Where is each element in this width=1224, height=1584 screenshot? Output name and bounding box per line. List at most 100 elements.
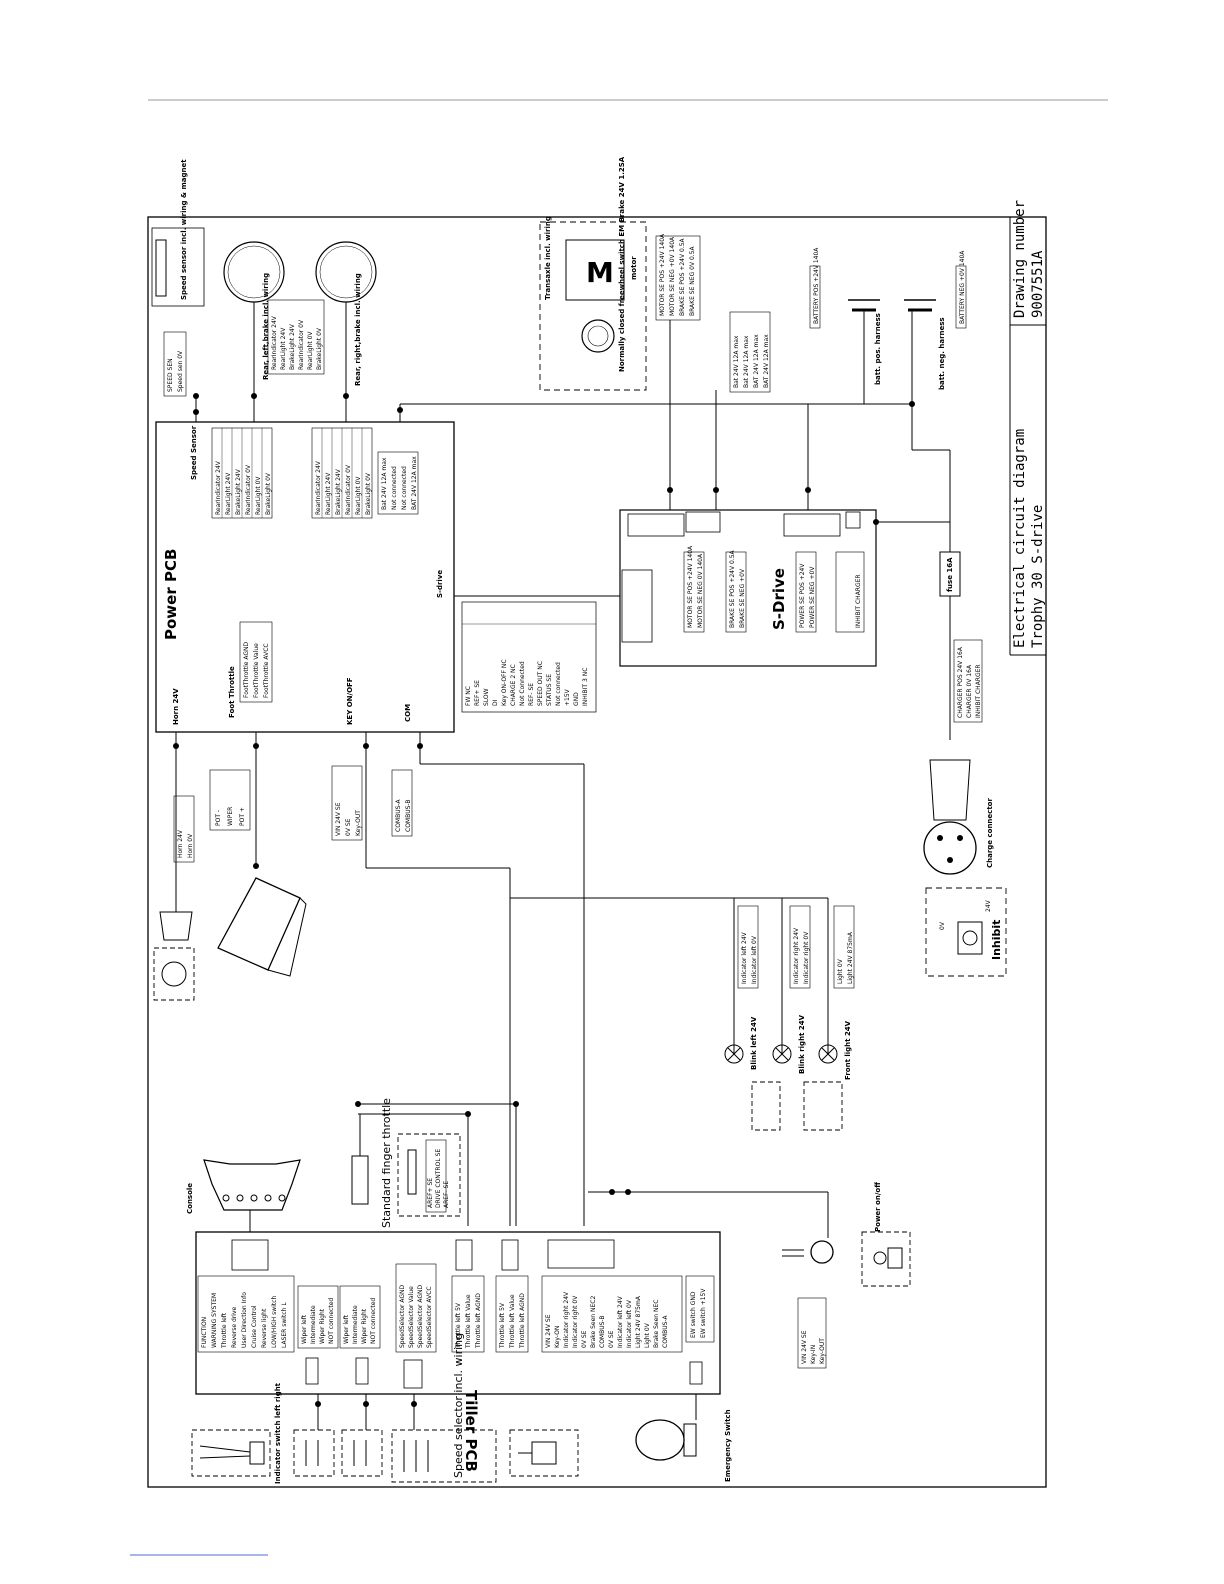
horn-label: Horn 24V	[172, 688, 180, 725]
diagram-subtitle: Trophy 30 S-drive	[1030, 505, 1046, 648]
throttle-left-row: Throttle left Value	[465, 1294, 472, 1349]
emergency-switch-component: Emergency Switch	[635, 1409, 732, 1482]
battery-pos-row: BATTERY POS +24V 140A	[813, 247, 820, 324]
sdrive-brake-table: BRAKE SE POS +24V 0.5A BRAKE SE NEG +0V	[725, 549, 747, 633]
key-row: 0V SE	[345, 818, 352, 836]
pot-row: POT -	[215, 810, 222, 826]
sdrive-signal-connector	[621, 569, 653, 643]
tiller-main-row: Light 24V 875mA	[635, 1295, 642, 1348]
terminal-dot	[193, 393, 199, 399]
sdrive-signal-row: SPEED OUT NC	[537, 661, 544, 706]
front-light-table: Light 0V Light 24V 875mA	[833, 905, 855, 989]
rear-left-row: BrakeLight 0V	[265, 472, 272, 515]
terminal-dot	[513, 1101, 519, 1107]
console-caption: Console	[186, 1183, 194, 1214]
wiper-row: NOT connected	[328, 1298, 335, 1344]
throttle-left-table: Throttle left 5V Throttle left Value Thr…	[451, 1275, 485, 1353]
sdrive-power-table: POWER SE POS +24V POWER SE NEG +0V	[795, 551, 817, 633]
sdrive-signal-row: INHIBIT 3 NC	[582, 668, 589, 706]
rear-left-caption: Rear, left,brake incl. wiring	[262, 273, 270, 380]
charge-connector-caption: Charge connector	[986, 798, 994, 868]
wiper-row: Wiper left	[301, 1314, 308, 1344]
rear-left-table: RearIndicator 24V RearLight 24V BrakeLig…	[211, 427, 273, 519]
speed-selector-table: SpeedSelector AGND SpeedSelector Value S…	[395, 1263, 437, 1353]
bat-out-row: Bat 24V 12A max	[733, 335, 740, 388]
sdrive-power-row: POWER SE POS +24V	[799, 563, 806, 628]
terminal-dot	[253, 743, 259, 749]
tiller-connector	[355, 1357, 369, 1385]
rear-right-row: RearLight 0V	[355, 476, 362, 515]
drawing-number: 9007551A	[1030, 250, 1046, 318]
terminal-dot	[173, 743, 179, 749]
terminal-dot	[411, 1401, 417, 1407]
tiller-main-row: Indicator left 0V	[626, 1299, 633, 1348]
blink-left-lamp: Blink left 24V	[724, 1016, 758, 1070]
blink-right-row: Indicator right 0V	[803, 931, 810, 984]
tiller-main-row: Indicator left 24V	[617, 1295, 624, 1348]
throttle-right-row: Throttle left 5V	[499, 1302, 506, 1349]
rear-left-wire-table: RearIndicator 24V RearLight 24V BrakeLig…	[267, 299, 325, 375]
throttle-right-row: Throttle left AGND	[519, 1293, 526, 1349]
front-light-caption: Front light 24V	[844, 1020, 852, 1080]
sdrive-motor-terminal	[627, 513, 685, 537]
tiller-main-row: 0V SE	[581, 1330, 588, 1348]
sdrive-charge-terminal	[845, 511, 861, 529]
tiller-connector	[689, 1361, 703, 1385]
sdrive-motor-row: MOTOR SE POS +24V 140A	[687, 545, 694, 628]
terminal-dot	[397, 407, 403, 413]
rear-left-row: RearIndicator 0V	[245, 464, 252, 515]
power-com-table: Bat 24V 12A max Not connected Not connec…	[377, 451, 419, 515]
blink-lamp-housing	[751, 1081, 781, 1131]
terminal-dot	[193, 409, 199, 415]
speed-sensor-component: Speed sensor incl. wiring & magnet	[151, 159, 205, 307]
tiller-connector	[501, 1239, 519, 1271]
motor-wire-row: BRAKE SE NEG 0V 0.5A	[689, 246, 696, 316]
key-row: Key-OUT	[355, 810, 362, 836]
pot-table: POT - WIPER POT +	[209, 769, 251, 831]
sdrive-signal-row: STATUS SE	[546, 674, 553, 706]
blink-left-table: Indicator left 24V Indicator left 0V	[737, 905, 759, 989]
terminal-dot	[253, 863, 259, 869]
throttle-right-table: Throttle left 5V Throttle left Value Thr…	[495, 1275, 529, 1353]
sdrive-signal-row: Not connected	[555, 662, 562, 706]
wiper-switch-component	[293, 1429, 335, 1477]
foot-throttle-table: FootThrottle AGND FootThrottle Value Foo…	[239, 621, 273, 703]
battery-pos-harness: BATTERY POS +24V 140A batt. pos. harness	[809, 247, 882, 385]
tiller-switch-row: Reverse light	[261, 1308, 268, 1348]
throttle-left-row: Throttle left AGND	[475, 1293, 482, 1349]
rear-left-row: BrakeLight 24V	[235, 468, 242, 515]
speed-sensor-row: SPEED SEN	[167, 358, 174, 392]
tiller-switch-row: Cruise Control	[251, 1305, 258, 1348]
terminal-dot	[363, 1401, 369, 1407]
terminal-dot	[667, 487, 673, 493]
front-light-lamp: Front light 24V	[818, 1020, 852, 1080]
foot-throttle-row: FootThrottle Value	[253, 643, 260, 698]
charger-row: CHARGER 0V 16A	[966, 664, 973, 718]
finger-row: AREF- SE	[443, 1181, 450, 1208]
tiller-main-row: Indicator right 24V	[563, 1291, 570, 1348]
tiller-main-row: Brake Seen NEC2	[590, 1296, 597, 1348]
terminal-dot	[873, 519, 879, 525]
rear-left-wire-row: RearLight 0V	[307, 331, 314, 370]
combus-row: COMBUS-A	[395, 799, 402, 832]
finger-row: DRIVE CONTROL SE	[435, 1149, 442, 1208]
sdrive-inhibit-row: INHIBIT CHARGER	[855, 574, 862, 628]
tiller-switch-row: Throttle left	[221, 1312, 228, 1349]
inhibit-caption: Inhibit	[990, 920, 1003, 960]
sdrive-signal-row: Key ON-OFF NC	[501, 659, 508, 706]
foot-pedal-component	[217, 877, 307, 977]
tiller-main-row: COMBUS-A	[662, 1315, 669, 1348]
motor-wire-row: MOTOR SE POS +24V 140A	[659, 233, 666, 316]
com-row: BAT 24V 12A max	[411, 456, 418, 510]
terminal-dot	[713, 487, 719, 493]
wiper2-table: Wiper left Intermediate Wiper Right NOT …	[339, 1285, 381, 1349]
tiller-main-connector	[547, 1239, 615, 1269]
s-drive-title: S-Drive	[770, 568, 788, 630]
rear-left-row: RearLight 24V	[225, 472, 232, 515]
ew-switch-table: EW switch GND EW switch +15V	[685, 1275, 715, 1343]
tiller-main-row: Key-ON	[554, 1326, 561, 1348]
charger-row: CHARGER POS 24V 16A	[957, 646, 964, 718]
speed-sensor-label: Speed Sensor	[190, 425, 198, 480]
sdrive-brake-row: BRAKE SE POS +24V 0.5A	[729, 549, 736, 628]
power-switch-row: Key-OUT	[819, 1338, 826, 1364]
